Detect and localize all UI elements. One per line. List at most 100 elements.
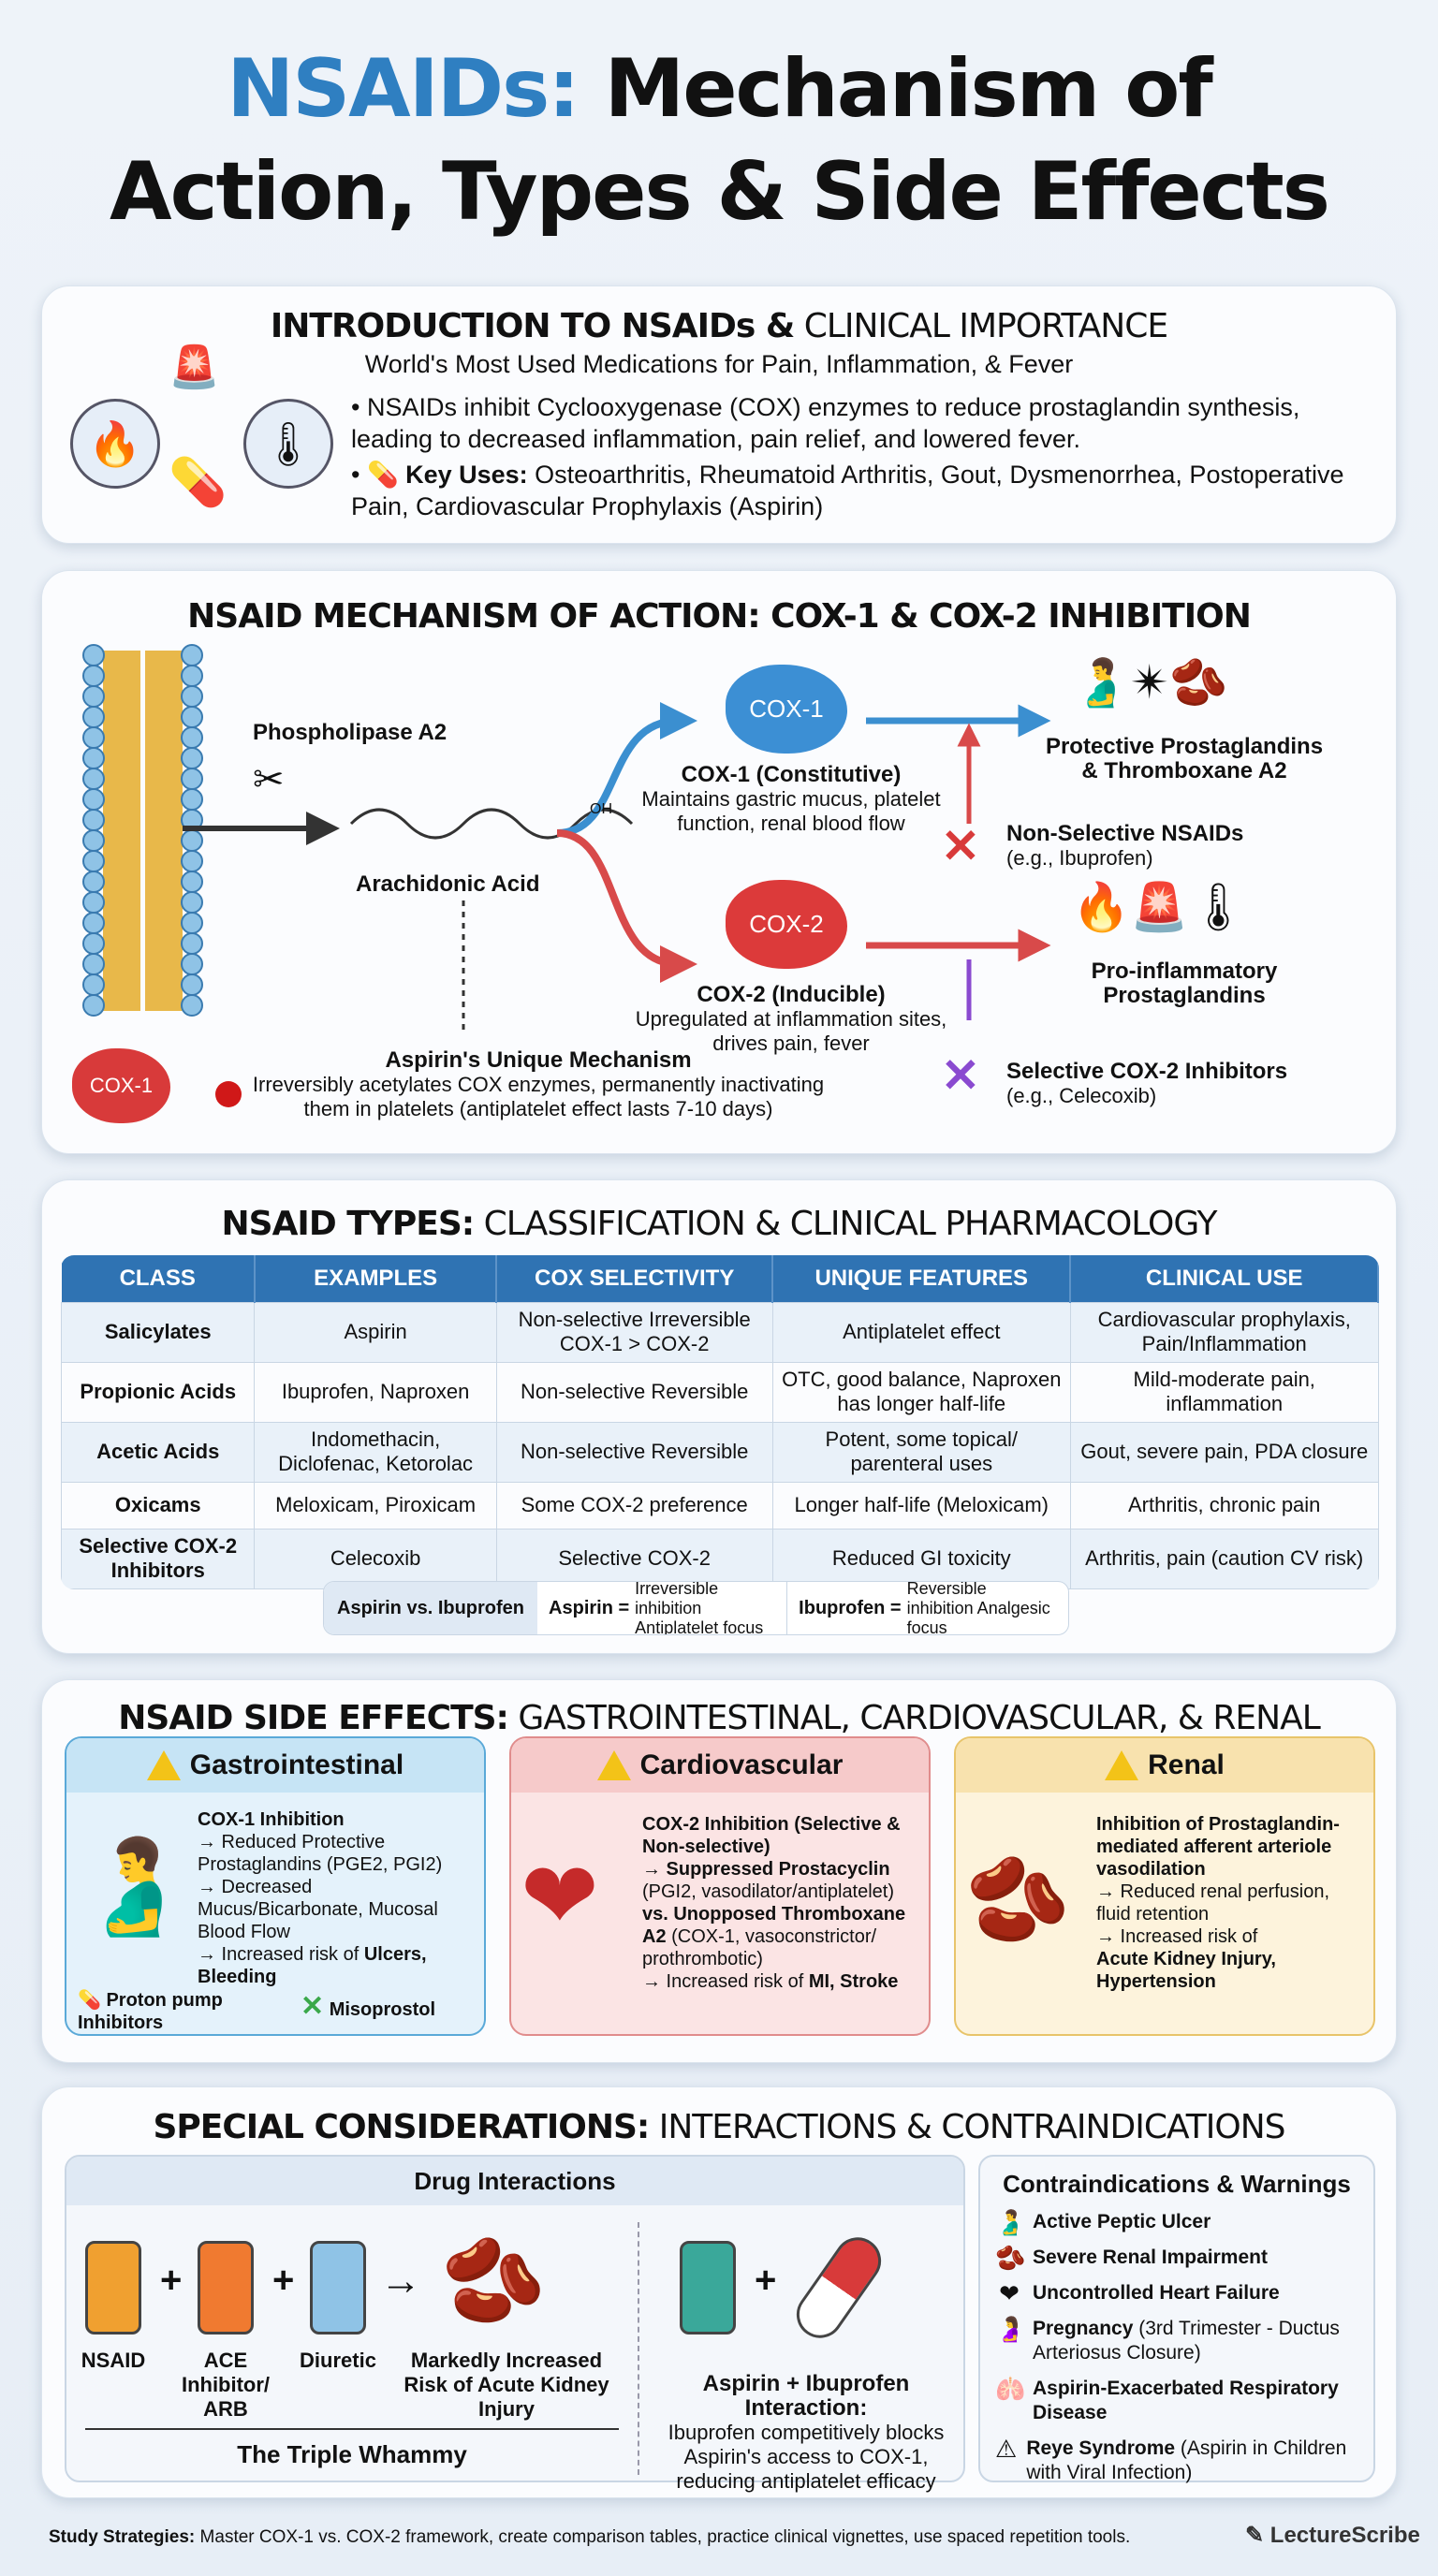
phospholipase-label: Phospholipase A2 [253, 720, 448, 745]
contraindication-item: 🫘Severe Renal Impairment [995, 2244, 1268, 2272]
column-header: CLASS [61, 1255, 256, 1302]
table-cell: Oxicams [61, 1481, 256, 1530]
renal-panel: Renal 🫘 Inhibition of Prostaglandin-medi… [954, 1736, 1375, 2036]
table-cell: Potent, some topical/ parenteral uses [771, 1421, 1071, 1483]
renal-text: Inhibition of Prostaglandin-mediated aff… [1096, 1814, 1340, 1992]
fire-alarm-thermometer-icons: 🔥🚨🌡 [1072, 881, 1248, 933]
phospholipid-head [181, 994, 203, 1017]
heart-icon: ❤ [521, 1844, 599, 1949]
phospholipid-head [82, 665, 105, 687]
lungs-icon: 🫁 [995, 2375, 1026, 2403]
phospholipid-head [181, 953, 203, 975]
kidney-icon: 🫘 [995, 2244, 1026, 2272]
purple-x-icon: ✕ [941, 1049, 980, 1102]
side-effects-heading: NSAID SIDE EFFECTS: GASTROINTESTINAL, CA… [118, 1699, 1321, 1737]
table-cell: Ibuprofen, Naproxen [254, 1361, 497, 1423]
ace-bottle-icon [198, 2241, 254, 2334]
table-cell: Salicylates [61, 1301, 256, 1363]
arachidonic-label: Arachidonic Acid [356, 871, 540, 897]
table-cell: Antiplatelet effect [771, 1301, 1071, 1363]
phospholipid-head [82, 644, 105, 666]
phospholipid-head [181, 685, 203, 708]
phospholipid-head [181, 829, 203, 852]
table-cell: Selective COX-2 [495, 1528, 773, 1589]
aspirin-cox1-enzyme: COX-1 [72, 1048, 170, 1123]
stomach-platelet-kidney-icons: 🫃✴🫘 [1072, 656, 1228, 709]
special-card: SPECIAL CONSIDERATIONS: INTERACTIONS & C… [41, 2086, 1397, 2498]
cell-membrane-icon [82, 644, 203, 1017]
kidney-icon: 🫘 [965, 1853, 1071, 1947]
phospholipid-head [82, 829, 105, 852]
phospholipid-head [82, 871, 105, 893]
phospholipid-head [181, 891, 203, 914]
phospholipid-head [82, 891, 105, 914]
aspirin-ibuprofen-interaction: Aspirin + Ibuprofen Interaction:Ibuprofe… [668, 2371, 945, 2494]
contraindication-item: 🫁Aspirin-Exacerbated Respiratory Disease [995, 2375, 1339, 2423]
table-cell: Non-selective Reversible [495, 1361, 773, 1423]
column-header: COX SELECTIVITY [496, 1255, 774, 1302]
phospholipid-head [82, 850, 105, 872]
page-title: NSAIDs: Mechanism of Action, Types & Sid… [110, 42, 1330, 239]
table-cell: Cardiovascular prophylaxis, Pain/Inflamm… [1069, 1301, 1379, 1363]
capsule-icon [787, 2228, 890, 2348]
table-cell: Reduced GI toxicity [771, 1528, 1071, 1589]
mechanism-diagram [82, 644, 1051, 1030]
phospholipid-head [82, 706, 105, 728]
aspirin-vs-ibuprofen: Aspirin vs. Ibuprofen Aspirin =Irreversi… [323, 1581, 1069, 1635]
cox2-enzyme: COX-2 [726, 880, 847, 969]
table-cell: Selective COX-2 Inhibitors [61, 1528, 256, 1589]
mechanism-card: NSAID MECHANISM OF ACTION: COX-1 & COX-2… [41, 570, 1397, 1154]
mechanism-heading: NSAID MECHANISM OF ACTION: COX-1 & COX-2… [187, 597, 1252, 636]
types-card: NSAID TYPES: CLASSIFICATION & CLINICAL P… [41, 1179, 1397, 1654]
table-cell: OTC, good balance, Naproxen has longer h… [771, 1361, 1071, 1423]
alarm-icon: 🚨 [169, 344, 220, 390]
phospholipid-head [181, 932, 203, 955]
fire-icon: 🔥 [70, 399, 160, 489]
table-cell: Longer half-life (Meloxicam) [771, 1481, 1071, 1530]
stomach-icon: 🫃 [995, 2208, 1026, 2236]
intro-card: INTRODUCTION TO NSAIDs & CLINICAL IMPORT… [41, 285, 1397, 544]
table-cell: Arthritis, chronic pain [1069, 1481, 1379, 1530]
phospholipid-head [82, 726, 105, 749]
stomach-icon: 🫃 [76, 1834, 193, 1939]
red-x-icon: ✕ [941, 820, 980, 872]
intro-bullet-2: • 💊 Key Uses: Osteoarthritis, Rheumatoid… [351, 461, 1344, 520]
diuretic-bottle-icon [310, 2241, 366, 2334]
intro-heading: INTRODUCTION TO NSAIDs & CLINICAL IMPORT… [270, 307, 1168, 345]
phospholipid-head [181, 644, 203, 666]
phospholipid-head [82, 953, 105, 975]
footer-study-strategies: Study Strategies: Master COX-1 vs. COX-2… [49, 2527, 1131, 2547]
phospholipid-head [82, 788, 105, 811]
phospholipid-head [82, 809, 105, 831]
contraindications-panel: Contraindications & Warnings 🫃Active Pep… [978, 2155, 1375, 2483]
cox2-label: COX-2 (Inducible)Upregulated at inflamma… [635, 982, 947, 1056]
phospholipid-head [181, 912, 203, 934]
scissors-icon: ✂ [253, 759, 285, 800]
phospholipid-head [181, 665, 203, 687]
phospholipid-head [181, 973, 203, 996]
column-header: EXAMPLES [254, 1255, 498, 1302]
cox1-label: COX-1 (Constitutive)Maintains gastric mu… [641, 762, 941, 836]
contraindication-item: ❤Uncontrolled Heart Failure [995, 2281, 1358, 2305]
table-cell: Celecoxib [254, 1528, 497, 1589]
aspirin-bottle-icon [680, 2241, 736, 2334]
proinflammatory-label: Pro-inflammatory Prostaglandins [1091, 959, 1278, 1008]
table-cell: Non-selective Reversible [495, 1421, 773, 1483]
table-cell: Mild-moderate pain, inflammation [1069, 1361, 1379, 1423]
table-cell: Meloxicam, Piroxicam [254, 1481, 497, 1530]
types-heading: NSAID TYPES: CLASSIFICATION & CLINICAL P… [221, 1205, 1218, 1243]
table-cell: Non-selective Irreversible COX-1 > COX-2 [495, 1301, 773, 1363]
cox1-enzyme: COX-1 [726, 665, 847, 754]
phospholipid-head [181, 747, 203, 769]
phospholipid-head [82, 973, 105, 996]
intro-subtitle: World's Most Used Medications for Pain, … [364, 350, 1074, 378]
cv-text: COX-2 Inhibition (Selective & Non-select… [642, 1814, 906, 1992]
phospholipid-head [82, 768, 105, 790]
misoprostol-label: ✕ Misoprostol [301, 1991, 436, 2022]
gi-text: COX-1 Inhibition→ Reduced Protective Pro… [198, 1809, 443, 1987]
